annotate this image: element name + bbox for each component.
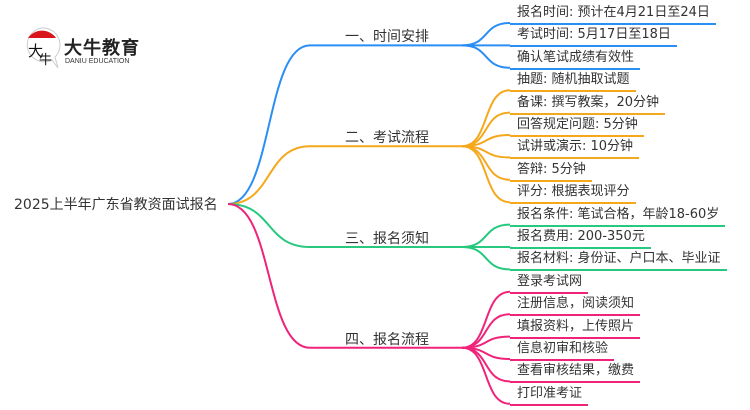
svg-text:牛: 牛 <box>39 53 52 68</box>
leaf-connector <box>461 246 511 271</box>
leaf-node[interactable]: 报名条件: 笔试合格，年龄18-60岁 <box>510 206 726 227</box>
leaf-node[interactable]: 报名材料: 身份证、户口本、毕业证 <box>510 250 727 272</box>
leaf-connector <box>461 346 511 405</box>
leaf-connector <box>461 22 511 47</box>
leaf-node[interactable]: 抽题: 随机抽取试题 <box>510 71 636 93</box>
branch-node[interactable]: 四、报名流程 <box>345 331 429 348</box>
leaf-node[interactable]: 报名时间: 预计在4月21日至24日 <box>510 4 716 25</box>
logo-mark-icon: 大 牛 <box>26 27 61 69</box>
leaf-node[interactable]: 备课: 撰写教案，20分钟 <box>510 94 666 115</box>
branch-connector <box>227 44 462 205</box>
leaf-connector <box>461 44 511 69</box>
branch-node[interactable]: 三、报名须知 <box>345 231 429 247</box>
leaf-node[interactable]: 填报资料，上传照片 <box>510 318 641 339</box>
leaf-node[interactable]: 回答规定问题: 5分钟 <box>510 116 644 137</box>
svg-text:大: 大 <box>28 42 43 60</box>
leaf-node[interactable]: 考试时间: 5月17日至18日 <box>510 26 677 48</box>
leaf-node[interactable]: 信息初审和核验 <box>510 340 615 361</box>
leaf-node[interactable]: 打印准考证 <box>510 385 589 406</box>
logo-name: 大牛教育 <box>64 38 140 59</box>
leaf-node[interactable]: 注册信息，阅读须知 <box>510 295 641 317</box>
leaf-node[interactable]: 试讲或演示: 10分钟 <box>510 138 640 160</box>
logo-subtitle: DANIU EDUCATION <box>65 58 130 65</box>
leaf-connector <box>461 145 511 204</box>
branch-node[interactable]: 二、考试流程 <box>345 130 429 147</box>
branch-connector <box>227 203 462 248</box>
branch-connector <box>227 203 462 349</box>
leaf-node[interactable]: 确认笔试成绩有效性 <box>510 49 641 70</box>
leaf-node[interactable]: 报名费用: 200-350元 <box>510 228 651 249</box>
leaf-node[interactable]: 答辩: 5分钟 <box>510 161 592 182</box>
leaf-node[interactable]: 评分: 根据表现评分 <box>510 183 636 205</box>
leaf-node[interactable]: 查看审核结果，缴费 <box>510 362 641 384</box>
leaf-connector <box>461 89 511 148</box>
root-node[interactable]: 2025上半年广东省教资面试报名 <box>14 197 218 213</box>
leaf-connector <box>461 223 511 248</box>
branch-connector <box>227 145 462 205</box>
branch-node[interactable]: 一、时间安排 <box>345 29 429 46</box>
leaf-connector <box>461 290 511 349</box>
leaf-node[interactable]: 登录考试网 <box>510 273 589 294</box>
logo: 大 牛 大牛教育 DANIU EDUCATION <box>22 24 172 74</box>
